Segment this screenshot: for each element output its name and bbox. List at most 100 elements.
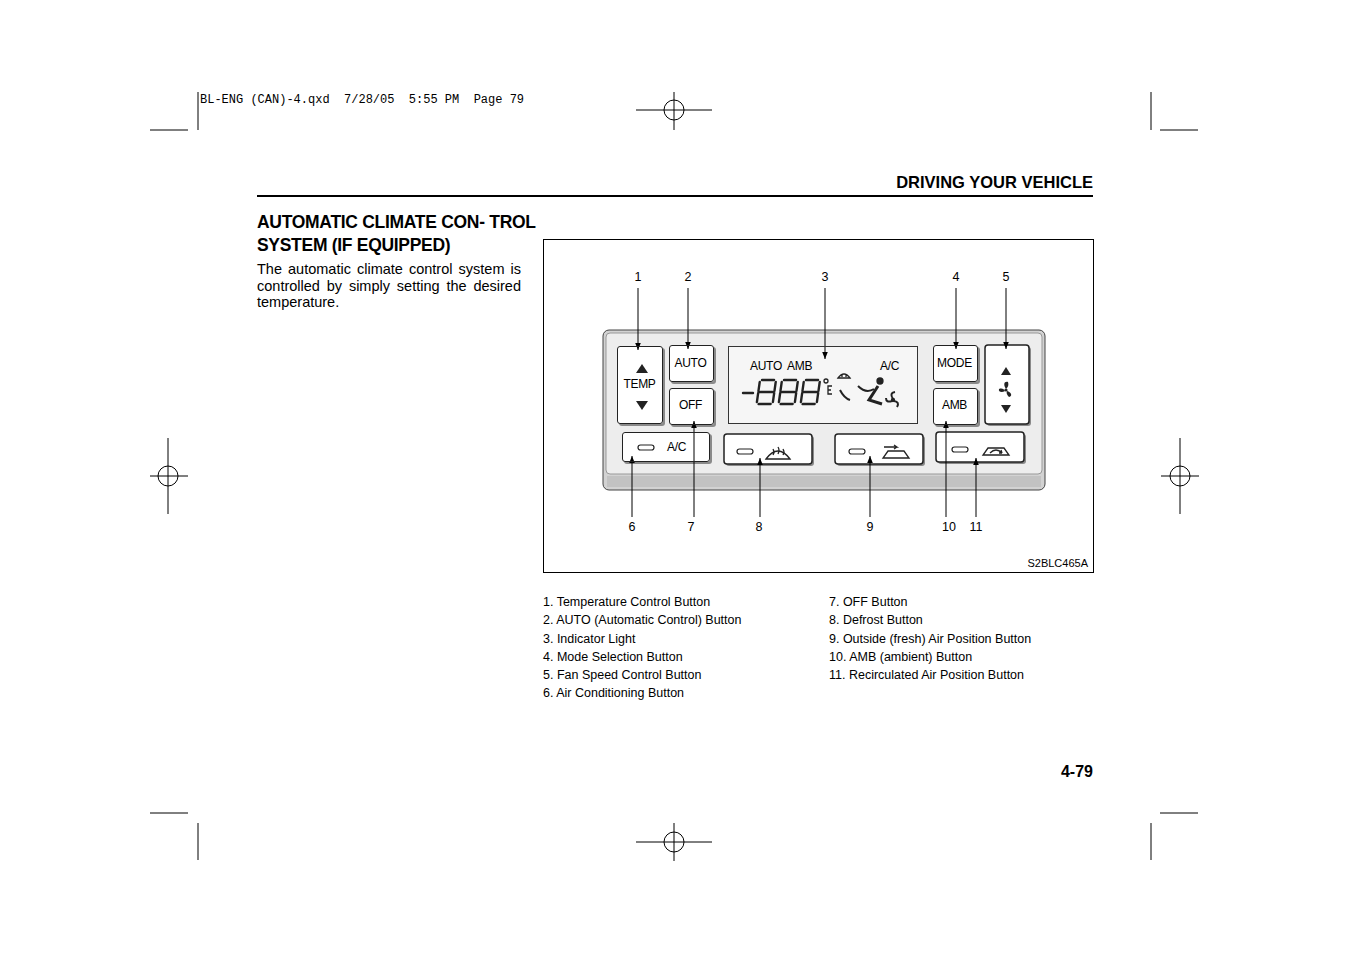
button-face bbox=[669, 345, 714, 382]
callout-number: 7 bbox=[688, 520, 695, 534]
display-defrost-symbol bbox=[838, 374, 850, 378]
leader-line bbox=[956, 288, 957, 349]
figure-frame: S2BLC465A TEMP AUTO OFF AUTO AMB A/C MODE AMB A/C bbox=[543, 239, 1094, 573]
part-list-item: 9. Outside (fresh) Air Position Button bbox=[829, 632, 1031, 646]
leader-line bbox=[825, 288, 826, 359]
crop-mark bbox=[1151, 823, 1152, 860]
callout-number: 4 bbox=[953, 270, 960, 284]
digit-segments bbox=[801, 380, 820, 404]
button-face bbox=[622, 432, 710, 462]
part-list-item: 7. OFF Button bbox=[829, 595, 908, 609]
defrost-icon bbox=[766, 451, 790, 459]
leader-line bbox=[688, 288, 689, 349]
callout-number: 5 bbox=[1003, 270, 1010, 284]
flow-arrow-symbol bbox=[840, 390, 850, 400]
leader-line bbox=[870, 456, 871, 517]
occupant-body bbox=[869, 386, 882, 404]
callout-number: 8 bbox=[756, 520, 763, 534]
part-list-item: 11. Recirculated Air Position Button bbox=[829, 668, 1024, 682]
temp-button: TEMP bbox=[617, 346, 663, 424]
callout-number: 10 bbox=[942, 520, 956, 534]
down-arrow-symbol bbox=[636, 401, 648, 410]
button-label: TEMP bbox=[623, 378, 655, 392]
indicator-lamp bbox=[737, 449, 753, 454]
button-face bbox=[933, 388, 978, 425]
part-list-item: 5. Fan Speed Control Button bbox=[543, 668, 701, 682]
display-fan-blades bbox=[886, 392, 898, 407]
button-icons bbox=[766, 445, 1009, 459]
registration-line bbox=[150, 476, 188, 477]
button-label: MODE bbox=[937, 357, 972, 371]
button-label: OFF bbox=[679, 399, 702, 413]
callout-number: 6 bbox=[629, 520, 636, 534]
registration-marks bbox=[150, 92, 1199, 861]
degree-symbol bbox=[824, 379, 828, 383]
digit-segments bbox=[757, 380, 776, 404]
callout-number: 9 bbox=[867, 520, 874, 534]
leader-line bbox=[976, 458, 977, 517]
button-label: A/C bbox=[667, 441, 686, 455]
registration-line bbox=[1180, 438, 1181, 514]
mode-button: MODE bbox=[933, 345, 978, 382]
fan-blade bbox=[1004, 382, 1008, 389]
display-indicator: AMB bbox=[787, 360, 812, 374]
indicator-lamp bbox=[849, 449, 865, 454]
defrost-button bbox=[724, 434, 812, 464]
fan-blade bbox=[1007, 391, 1012, 397]
fan-speed-button bbox=[985, 345, 1029, 424]
occupant-head bbox=[877, 378, 883, 384]
leader-line bbox=[632, 456, 633, 517]
crop-mark bbox=[198, 92, 199, 130]
figure-code: S2BLC465A bbox=[1027, 557, 1088, 570]
fan-symbol bbox=[999, 382, 1011, 397]
fan-blade bbox=[999, 389, 1005, 392]
recirculation-icon bbox=[983, 448, 1009, 455]
part-list-item: 10. AMB (ambient) Button bbox=[829, 650, 972, 664]
leader-line bbox=[946, 421, 947, 517]
intro-text: The automatic climate control system is … bbox=[257, 261, 521, 311]
panel-housing bbox=[603, 330, 1045, 490]
ac-button: A/C bbox=[622, 432, 710, 462]
fresh-air-arrow bbox=[884, 445, 897, 449]
indicator-lamp bbox=[952, 447, 968, 452]
fresh-air-button bbox=[835, 434, 923, 464]
minus-segment bbox=[743, 392, 753, 394]
unit-symbol bbox=[828, 386, 832, 394]
callout-number: 1 bbox=[635, 270, 642, 284]
callout-number: 3 bbox=[822, 270, 829, 284]
part-list-item: 8. Defrost Button bbox=[829, 613, 923, 627]
file-header: BL-ENG (CAN)-4.qxd 7/28/05 5:55 PM Page … bbox=[200, 94, 524, 108]
display-indicator: AUTO bbox=[750, 360, 782, 374]
indicator-lamp bbox=[638, 445, 654, 450]
down-arrow-symbol bbox=[1001, 405, 1011, 413]
callout-leaders bbox=[632, 288, 1006, 517]
display-indicator: A/C bbox=[880, 360, 899, 374]
part-list-item: 2. AUTO (Automatic Control) Button bbox=[543, 613, 741, 627]
control-panel bbox=[603, 330, 1045, 490]
up-arrow-symbol bbox=[636, 364, 648, 373]
crop-mark bbox=[1160, 130, 1198, 131]
crop-mark bbox=[1151, 92, 1152, 130]
button-shadows bbox=[619, 347, 1031, 466]
panel-face bbox=[606, 333, 1042, 474]
page-number: 4-79 bbox=[1061, 763, 1093, 781]
button-face bbox=[617, 346, 663, 424]
digit-segments bbox=[779, 380, 798, 404]
auto-button: AUTO bbox=[669, 345, 714, 382]
display-panel: AUTO AMB A/C bbox=[728, 346, 918, 424]
part-list-item: 4. Mode Selection Button bbox=[543, 650, 683, 664]
defrost-icon-waves bbox=[773, 447, 784, 455]
leader-line bbox=[694, 421, 695, 517]
section-title: AUTOMATIC CLIMATE CON- TROL SYSTEM (IF E… bbox=[257, 211, 567, 257]
button-label: AMB bbox=[942, 399, 967, 413]
crop-mark bbox=[150, 130, 188, 131]
crop-mark bbox=[150, 813, 188, 814]
part-list-item: 1. Temperature Control Button bbox=[543, 595, 710, 609]
registration-line bbox=[674, 92, 675, 130]
registration-line bbox=[674, 823, 675, 861]
flow-arrow-symbol bbox=[858, 386, 874, 391]
leader-line bbox=[638, 288, 639, 350]
button-face bbox=[933, 345, 978, 382]
fresh-air-icon bbox=[883, 451, 909, 458]
